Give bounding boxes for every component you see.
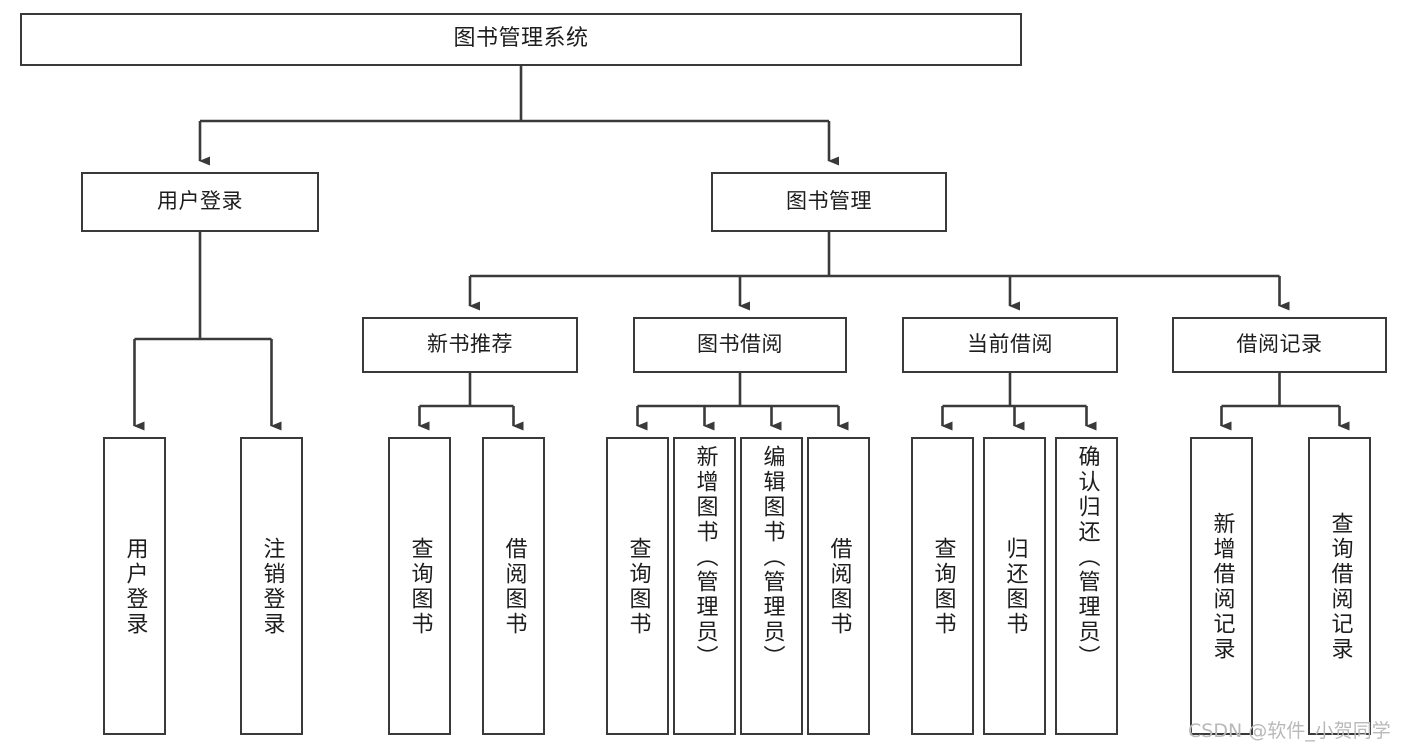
node-leaf-query-book-3[interactable]: 查询图书 xyxy=(911,437,974,735)
node-label: 借阅图书 xyxy=(501,537,527,637)
node-leaf-query-record[interactable]: 查询借阅记录 xyxy=(1308,437,1371,735)
node-label: 注销登录 xyxy=(259,537,285,637)
node-label: 查询图书 xyxy=(407,537,433,637)
node-book-borrow[interactable]: 图书借阅 xyxy=(633,317,847,373)
node-leaf-add-book[interactable]: 新增图书（管理员） xyxy=(673,437,736,735)
node-label: 编辑图书（管理员） xyxy=(759,445,785,670)
node-user-login[interactable]: 用户登录 xyxy=(81,172,319,232)
node-label: 查询图书 xyxy=(930,537,956,637)
node-label: 确认归还（管理员） xyxy=(1074,445,1100,670)
node-label: 图书管理 xyxy=(786,189,872,214)
csdn-watermark: CSDN @软件_小贺同学 xyxy=(1188,720,1391,742)
node-new-book-rec[interactable]: 新书推荐 xyxy=(362,317,578,373)
node-leaf-return-book[interactable]: 归还图书 xyxy=(983,437,1046,735)
node-label: 查询借阅记录 xyxy=(1327,512,1353,662)
node-label: 新增图书（管理员） xyxy=(692,445,718,670)
node-leaf-confirm-ret[interactable]: 确认归还（管理员） xyxy=(1055,437,1118,735)
node-current-borrow[interactable]: 当前借阅 xyxy=(902,317,1118,373)
node-leaf-edit-book[interactable]: 编辑图书（管理员） xyxy=(740,437,803,735)
node-label: 图书借阅 xyxy=(697,332,783,357)
node-borrow-record[interactable]: 借阅记录 xyxy=(1172,317,1387,373)
node-label: 图书管理系统 xyxy=(453,26,589,52)
node-leaf-user-login[interactable]: 用户登录 xyxy=(103,437,166,735)
node-leaf-borrow-book-1[interactable]: 借阅图书 xyxy=(482,437,545,735)
node-label: 借阅记录 xyxy=(1236,332,1323,357)
node-label: 新增借阅记录 xyxy=(1209,512,1235,662)
node-leaf-logout[interactable]: 注销登录 xyxy=(240,437,303,735)
node-root[interactable]: 图书管理系统 xyxy=(20,13,1022,66)
node-label: 新书推荐 xyxy=(427,332,513,357)
node-book-mgmt[interactable]: 图书管理 xyxy=(711,172,947,232)
node-label: 用户登录 xyxy=(157,189,243,214)
node-leaf-query-book-2[interactable]: 查询图书 xyxy=(606,437,669,735)
node-leaf-add-record[interactable]: 新增借阅记录 xyxy=(1190,437,1253,735)
node-label: 借阅图书 xyxy=(826,537,852,637)
node-label: 当前借阅 xyxy=(967,332,1053,357)
node-leaf-borrow-book-2[interactable]: 借阅图书 xyxy=(807,437,870,735)
node-label: 归还图书 xyxy=(1002,537,1028,637)
node-label: 查询图书 xyxy=(625,537,651,637)
node-label: 用户登录 xyxy=(122,537,148,637)
node-leaf-query-book-1[interactable]: 查询图书 xyxy=(388,437,451,735)
